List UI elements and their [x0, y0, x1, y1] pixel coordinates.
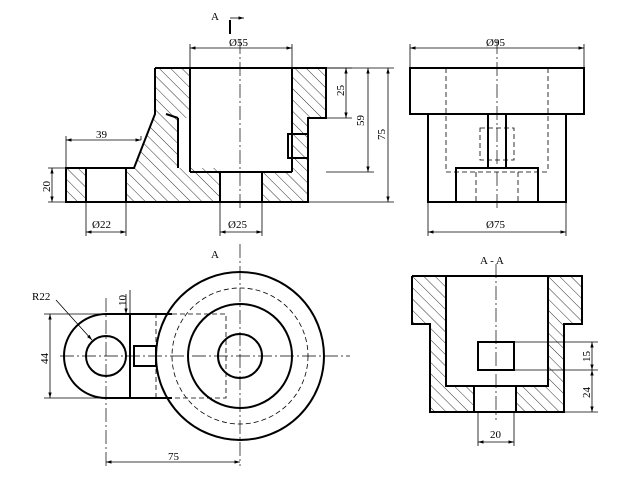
section-mark-a-front: A [211, 11, 219, 23]
front-outline [65, 67, 327, 203]
dim-20-section: 20 [490, 429, 502, 441]
dim-dia75: Ø75 [486, 219, 505, 231]
dim-15: 15 [581, 351, 593, 363]
dim-10: 10 [117, 295, 129, 307]
dim-25: 25 [335, 85, 347, 97]
front-view: A Ø55 25 59 75 39 20 Ø22 [41, 11, 394, 236]
dim-dia95: Ø95 [486, 37, 505, 49]
dim-75-top: 75 [168, 451, 180, 463]
dim-59: 59 [355, 115, 367, 127]
side-view: Ø95 Ø75 [409, 37, 585, 236]
front-hatch [66, 68, 326, 202]
dim-20-front: 20 [41, 181, 53, 193]
dim-39: 39 [96, 129, 108, 141]
dim-24: 24 [581, 387, 593, 399]
section-mark-a-top: A [211, 249, 219, 261]
dim-dia55: Ø55 [229, 37, 248, 49]
top-view: A R22 10 44 75 [32, 244, 350, 466]
dim-r22: R22 [32, 291, 50, 303]
dim-dia25: Ø25 [228, 219, 247, 231]
section-aa-view: A - A 15 24 20 [411, 255, 598, 446]
section-title: A - A [480, 255, 504, 267]
front-side-hole [287, 133, 309, 159]
dim-75-front: 75 [376, 129, 388, 141]
dim-dia22: Ø22 [92, 219, 111, 231]
dim-44: 44 [39, 353, 51, 365]
